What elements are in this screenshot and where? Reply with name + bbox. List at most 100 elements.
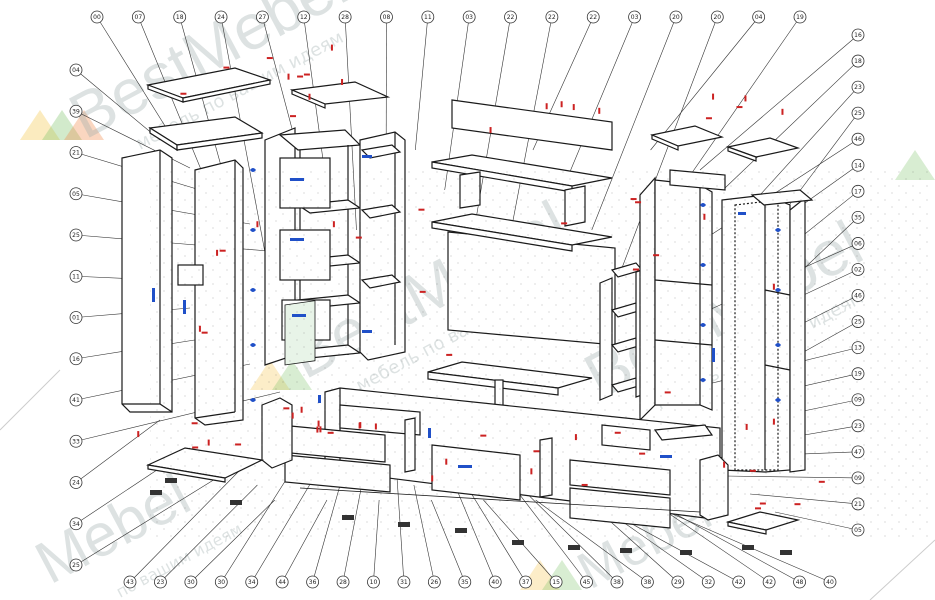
leader-line	[75, 419, 161, 483]
callout-circle	[586, 10, 600, 24]
callout-label: 34	[248, 579, 256, 586]
callout-circle	[69, 393, 83, 407]
callout-label: 24	[217, 14, 225, 21]
dowel-pin	[207, 439, 210, 446]
callout-circle	[90, 10, 104, 24]
callout-label: 00	[93, 14, 101, 21]
dowel-pin	[431, 475, 434, 482]
dowel-pin	[530, 468, 533, 475]
callout-circle	[752, 10, 766, 24]
callout-label: 31	[400, 579, 408, 586]
callout-circle	[851, 106, 865, 120]
callout-label: 23	[157, 579, 165, 586]
dowel-pin	[489, 127, 492, 134]
callout-circle	[421, 10, 435, 24]
right-top-panel	[650, 125, 725, 151]
dowel-pin	[581, 483, 588, 486]
dowel-pin	[703, 213, 706, 220]
dowel-pin	[533, 450, 540, 453]
dowel-pin	[358, 422, 361, 429]
callout-label: 25	[854, 110, 862, 117]
callout-label: 16	[72, 356, 80, 363]
callout-label: 40	[826, 579, 834, 586]
callout-circle	[671, 575, 685, 589]
leader-line	[262, 16, 298, 151]
dowel-pin	[216, 249, 219, 256]
callout-label: 24	[72, 480, 80, 487]
dowel-pin	[419, 290, 426, 293]
callout-label: 08	[383, 14, 391, 21]
dowel-pin	[235, 443, 242, 446]
callout-circle	[69, 63, 83, 77]
callout-label: 33	[72, 438, 80, 445]
callout-label: 39	[72, 108, 80, 115]
callout-label: 37	[522, 579, 530, 586]
top-shelf-small	[289, 81, 391, 109]
dowel-pin	[341, 78, 344, 85]
callout-circle	[69, 558, 83, 572]
callout-circle	[458, 575, 472, 589]
dowel-pin	[308, 93, 311, 100]
callout-label: 43	[126, 579, 134, 586]
dowel-pin	[794, 503, 801, 506]
callout-circle	[338, 10, 352, 24]
callout-label: 05	[72, 191, 80, 198]
callout-circle	[488, 575, 502, 589]
dowel-pin	[303, 73, 310, 76]
dowel-pin	[633, 268, 640, 271]
callout-circle	[640, 575, 654, 589]
leader-line	[75, 69, 161, 141]
callout-label: 20	[672, 14, 680, 21]
callout-label: 04	[755, 14, 763, 21]
dowel-pin	[736, 106, 743, 109]
callout-circle	[69, 476, 83, 489]
callout-label: 36	[309, 579, 317, 586]
callout-label: 41	[72, 397, 80, 404]
callout-label: 38	[644, 579, 652, 586]
dowel-pin	[572, 104, 575, 111]
callout-circle	[732, 575, 746, 589]
callout-circle	[793, 575, 806, 589]
callout-circle	[256, 10, 269, 24]
dowel-pin	[137, 431, 140, 438]
dowel-pin	[445, 458, 448, 465]
leader-line	[679, 16, 801, 191]
callout-circle	[545, 10, 559, 24]
dowel-pin	[560, 101, 563, 108]
callout-circle	[69, 269, 83, 283]
dowel-pin	[256, 221, 259, 228]
callout-label: 03	[631, 14, 639, 21]
dowel-pin	[446, 353, 453, 356]
dowel-pin	[545, 103, 548, 110]
callout-circle	[851, 28, 865, 42]
dowel-pin	[418, 208, 425, 211]
callout-circle	[628, 10, 641, 24]
dowel-pin	[319, 426, 322, 433]
callout-circle	[762, 575, 776, 589]
dowel-pin	[180, 92, 187, 95]
dowel-pin	[297, 75, 304, 78]
dowel-pin	[723, 461, 726, 468]
callout-circle	[851, 54, 865, 68]
exploded-furniture	[121, 67, 930, 540]
handle-icon	[152, 155, 746, 468]
callout-circle	[123, 575, 137, 589]
callout-circle	[275, 575, 289, 589]
callout-label: 32	[704, 579, 712, 586]
callout-circle	[610, 575, 624, 589]
dowel-pin	[712, 93, 715, 100]
callout-circle	[710, 10, 724, 24]
dowel-pin	[635, 201, 642, 204]
callout-label: 34	[72, 521, 80, 528]
hinge-icon	[250, 168, 781, 402]
dowel-pin	[480, 434, 487, 437]
callout-label: 18	[176, 14, 184, 21]
top-shelf-panel	[145, 67, 273, 103]
callout-circle	[245, 575, 259, 589]
callout-label: 18	[854, 58, 862, 65]
callout-label: 40	[491, 579, 499, 586]
callout-circle	[69, 187, 83, 201]
dowel-pin	[223, 66, 230, 69]
dowel-pin	[639, 452, 646, 455]
callout-circle	[69, 104, 83, 118]
